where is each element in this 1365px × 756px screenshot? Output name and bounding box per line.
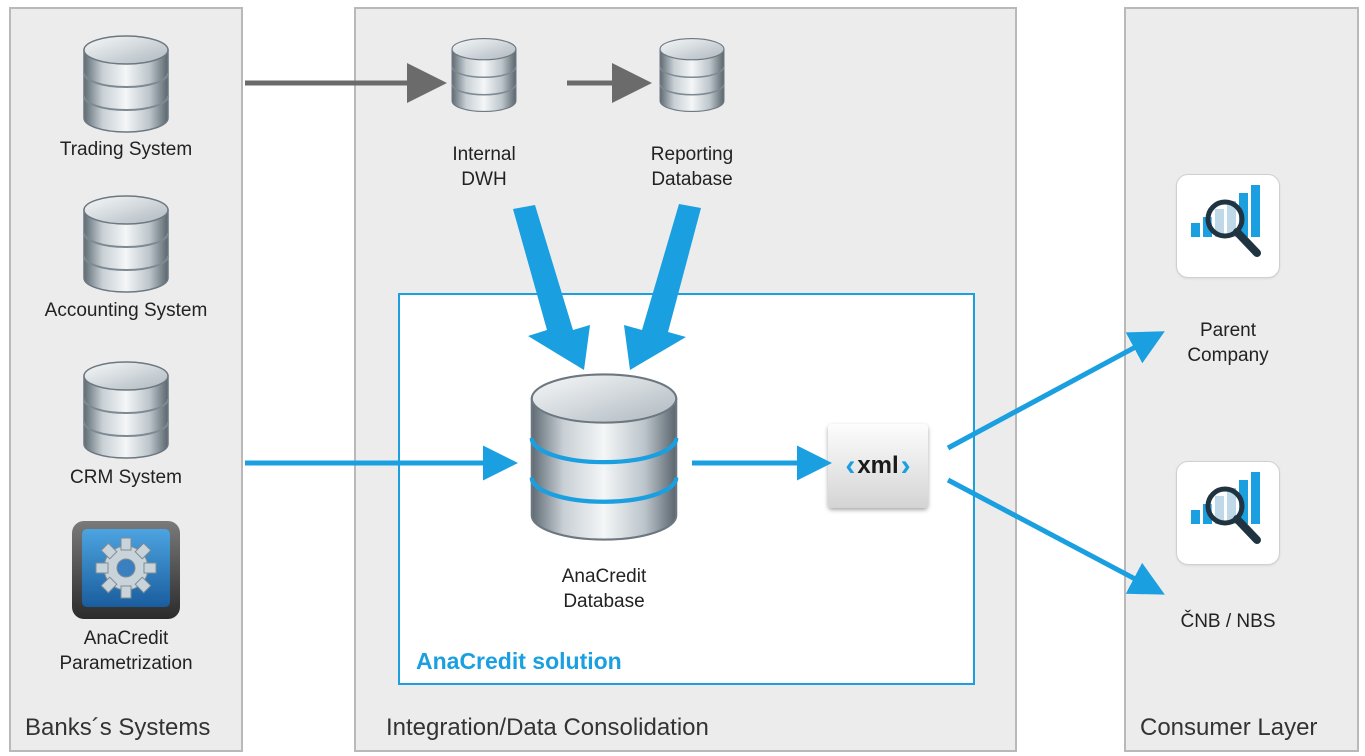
consumer-layer-panel: Consumer Layer [1124,7,1359,752]
integration-title: Integration/Data Consolidation [386,714,709,741]
xml-label: xml [857,452,899,479]
parametrization-line1: AnaCredit [83,628,169,649]
parent-company-card [1176,174,1280,278]
internal-dwh-label: Internal DWH [434,142,534,192]
accounting-system-label: Accounting System [44,300,208,321]
crm-system-label: CRM System [70,467,182,488]
parametrization-line2: Parametrization [59,653,193,674]
gear-settings-icon [72,521,180,619]
xml-file-icon: ‹xml› [828,424,928,508]
dwh-to-anacredit-arrow [513,205,590,370]
anacredit-solution-title: AnaCredit solution [416,648,622,674]
parent-company-line2: Company [1187,345,1269,366]
anacredit-database-label: AnaCredit Database [524,564,684,614]
reporting-database-label: Reporting Database [642,142,742,192]
trading-system-label: Trading System [59,139,193,160]
anacredit-parametrization-label: AnaCredit Parametrization [9,626,243,676]
anacredit-database-line2: Database [563,591,645,612]
xml-to-parent-arrow [946,331,1165,451]
parent-company-label: Parent Company [1168,318,1288,368]
banks-systems-title: Banks´s Systems [25,714,211,741]
consumer-layer-title: Consumer Layer [1140,714,1318,741]
cnb-nbs-label: ČNB / NBS [1180,611,1276,632]
reporting-to-anacredit-arrow [624,204,701,370]
regulator-card [1176,461,1280,565]
parent-company-line1: Parent [1200,320,1256,341]
xml-to-regulator-arrow [946,477,1165,595]
internal-dwh-line2: DWH [461,169,507,190]
anacredit-database-line1: AnaCredit [561,566,647,587]
reporting-database-line1: Reporting [650,144,734,165]
internal-dwh-line1: Internal [452,144,516,165]
reporting-database-line2: Database [651,169,733,190]
